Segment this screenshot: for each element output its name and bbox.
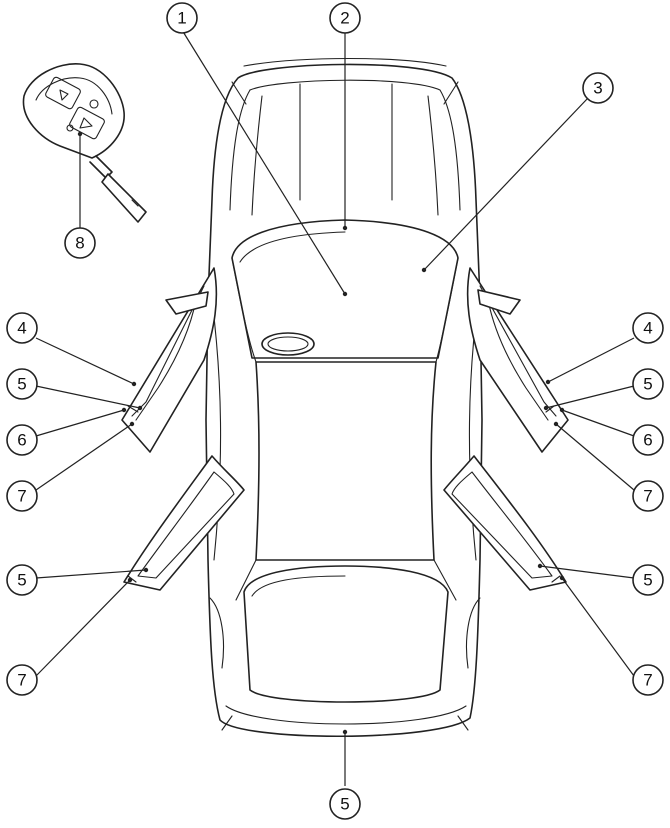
- callout-7-right-label: 7: [643, 487, 652, 506]
- callout-7-right: 7: [632, 480, 664, 512]
- callout-7-left-label: 7: [17, 487, 26, 506]
- callout-5-left-rear: 5: [6, 564, 38, 596]
- front-left-door: [121, 267, 218, 453]
- callout-7-left-rear-label: 7: [17, 671, 26, 690]
- callout-6-right-label: 6: [643, 431, 652, 450]
- rear-right-door: [443, 455, 567, 591]
- callout-5-bottom: 5: [329, 788, 361, 820]
- car-body: [205, 57, 483, 738]
- callout-1-label: 1: [177, 9, 186, 28]
- callout-1: 1: [166, 2, 198, 34]
- callout-5-left-label: 5: [17, 375, 26, 394]
- callout-7-right-rear-label: 7: [643, 671, 652, 690]
- callout-5-right: 5: [632, 368, 664, 400]
- leader-lines: [35, 29, 635, 786]
- front-right-door: [466, 267, 569, 453]
- callout-3: 3: [582, 72, 614, 104]
- callout-5-left: 5: [6, 368, 38, 400]
- callout-4-left-label: 4: [17, 319, 26, 338]
- rear-left-door: [123, 455, 245, 591]
- callout-4-right: 4: [632, 312, 664, 344]
- callout-8: 8: [64, 227, 96, 259]
- callout-5-left-rear-label: 5: [17, 571, 26, 590]
- callout-5-right-rear: 5: [632, 564, 664, 596]
- callout-6-right: 6: [632, 424, 664, 456]
- callout-8-label: 8: [75, 234, 84, 253]
- callout-2: 2: [329, 2, 361, 34]
- callout-7-left: 7: [6, 480, 38, 512]
- callout-7-right-rear: 7: [632, 664, 664, 696]
- leader-dots: [77, 131, 565, 735]
- callout-6-left: 6: [6, 424, 38, 456]
- callout-2-label: 2: [340, 9, 349, 28]
- callout-5-bottom-label: 5: [340, 795, 349, 814]
- key-fob-icon: [22, 63, 147, 223]
- callout-6-left-label: 6: [17, 431, 26, 450]
- callout-4-right-label: 4: [643, 319, 652, 338]
- callout-7-left-rear: 7: [6, 664, 38, 696]
- callout-3-label: 3: [593, 79, 602, 98]
- callout-4-left: 4: [6, 312, 38, 344]
- callout-5-right-label: 5: [643, 375, 652, 394]
- callout-5-right-rear-label: 5: [643, 571, 652, 590]
